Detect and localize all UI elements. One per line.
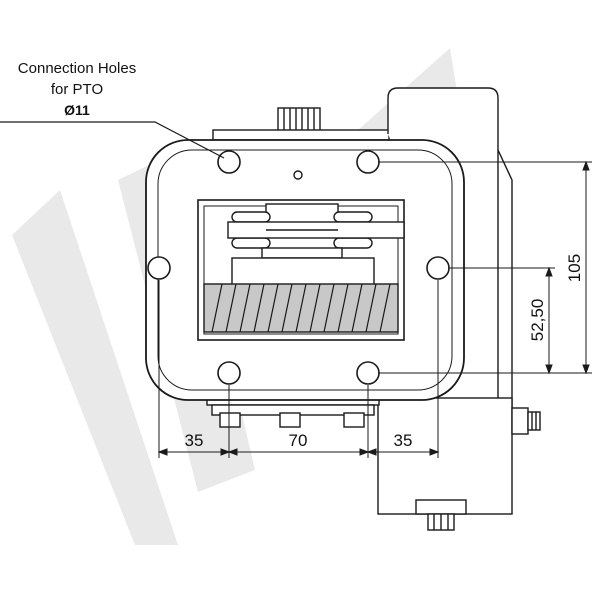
hole-mid-right xyxy=(426,256,450,280)
helical-gear xyxy=(203,257,399,333)
dim-right-full: 105 xyxy=(565,254,584,282)
callout-line-1: Connection Holes xyxy=(17,60,137,77)
hole-bottom-left xyxy=(217,361,241,385)
hole-top-right xyxy=(356,150,380,174)
dim-right-half: 52,50 xyxy=(528,299,547,342)
hole-mid-left xyxy=(147,256,171,280)
upper-gear xyxy=(227,203,405,259)
dimension-labels: 35 70 35 52,50 105 xyxy=(185,254,584,450)
dim-bottom-right: 35 xyxy=(394,431,413,450)
input-shaft xyxy=(212,107,390,141)
valve-block xyxy=(377,397,541,531)
dim-bottom-middle: 70 xyxy=(289,431,308,450)
hole-top-left xyxy=(217,150,241,174)
dim-bottom-left: 35 xyxy=(185,431,204,450)
center-pin xyxy=(293,170,303,180)
hole-bottom-right xyxy=(356,361,380,385)
callout-line-2: for PTO xyxy=(50,81,104,98)
pto-hole-callout: Connection Holes for PTO Ø11 xyxy=(0,58,154,121)
callout-leader xyxy=(0,121,225,159)
callout-diameter: Ø11 xyxy=(64,102,90,118)
dimension-lines xyxy=(157,160,592,458)
